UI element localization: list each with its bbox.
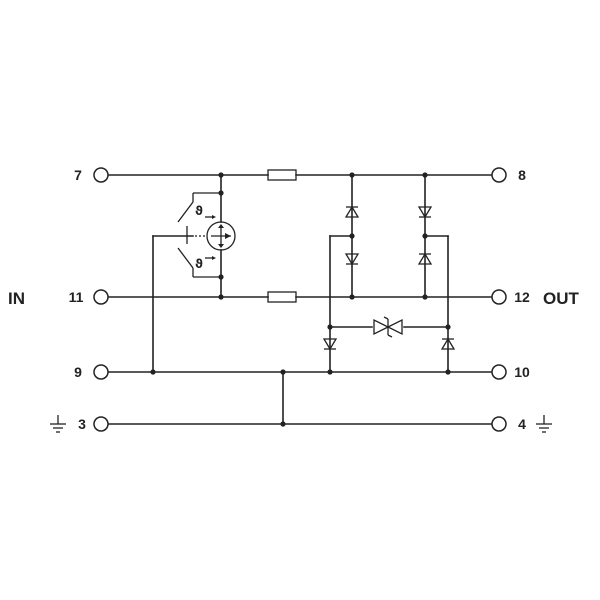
terminal-4 bbox=[491, 416, 507, 432]
diode-lower-left bbox=[322, 338, 338, 351]
output-side-label: OUT bbox=[543, 289, 580, 308]
input-side-label: IN bbox=[8, 289, 25, 308]
terminal-3 bbox=[93, 416, 109, 432]
junction-dots bbox=[150, 172, 451, 427]
terminal-10 bbox=[491, 364, 507, 380]
thermal-element-icon bbox=[206, 221, 236, 251]
resistor-top bbox=[267, 169, 297, 181]
terminal-12 bbox=[491, 289, 507, 305]
suppressor-diode bbox=[373, 316, 403, 338]
terminal-label-3: 3 bbox=[78, 416, 86, 432]
terminal-11 bbox=[93, 289, 109, 305]
terminal-9 bbox=[93, 364, 109, 380]
terminal-label-4: 4 bbox=[518, 416, 526, 432]
ground-icon-right bbox=[536, 415, 552, 433]
terminal-label-11: 11 bbox=[69, 289, 84, 305]
terminal-7 bbox=[93, 167, 109, 183]
terminal-label-12: 12 bbox=[514, 289, 530, 305]
thermal-symbol-top: ϑ bbox=[195, 204, 203, 218]
thermal-protector: ϑ ϑ bbox=[152, 174, 236, 373]
terminal-label-10: 10 bbox=[514, 364, 530, 380]
terminal-label-7: 7 bbox=[74, 167, 82, 183]
terminal-label-9: 9 bbox=[74, 364, 82, 380]
thermal-symbol-bottom: ϑ bbox=[195, 257, 203, 271]
resistor-bottom bbox=[267, 291, 297, 303]
terminal-label-8: 8 bbox=[518, 167, 526, 183]
diode-lower-right bbox=[440, 337, 456, 350]
ground-icon-left bbox=[50, 415, 66, 433]
terminal-8 bbox=[491, 167, 507, 183]
